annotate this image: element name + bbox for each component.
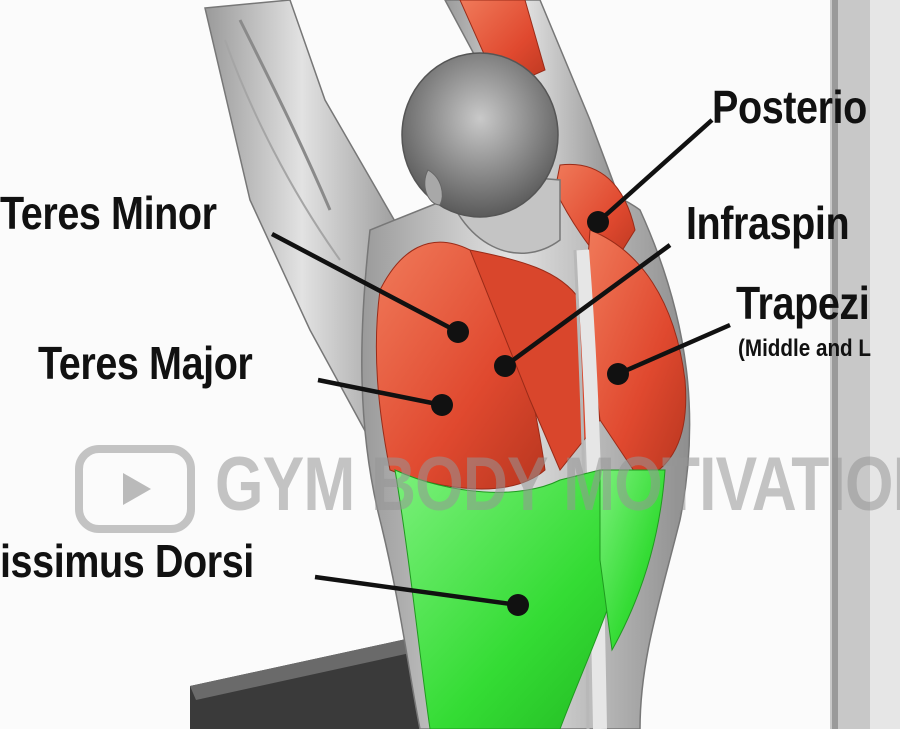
play-icon (75, 445, 195, 533)
leader-dots (431, 211, 629, 616)
ear (424, 169, 443, 206)
trapezius-label: Trapezi (736, 277, 870, 329)
trapezius-sublabel: (Middle and L (738, 335, 872, 362)
head (401, 52, 559, 218)
infraspinatus-label: Infraspin (686, 197, 850, 249)
posterior-deltoid-label: Posterio (712, 81, 867, 133)
teres-minor-label: Teres Minor (0, 187, 217, 239)
bench (190, 0, 900, 729)
leader-lines (270, 118, 731, 608)
latissimus-dorsi-label: issimus Dorsi (0, 535, 254, 587)
teres-major-label: Teres Major (38, 337, 253, 389)
watermark-text: GYM BODY MOTIVATION (215, 442, 900, 527)
